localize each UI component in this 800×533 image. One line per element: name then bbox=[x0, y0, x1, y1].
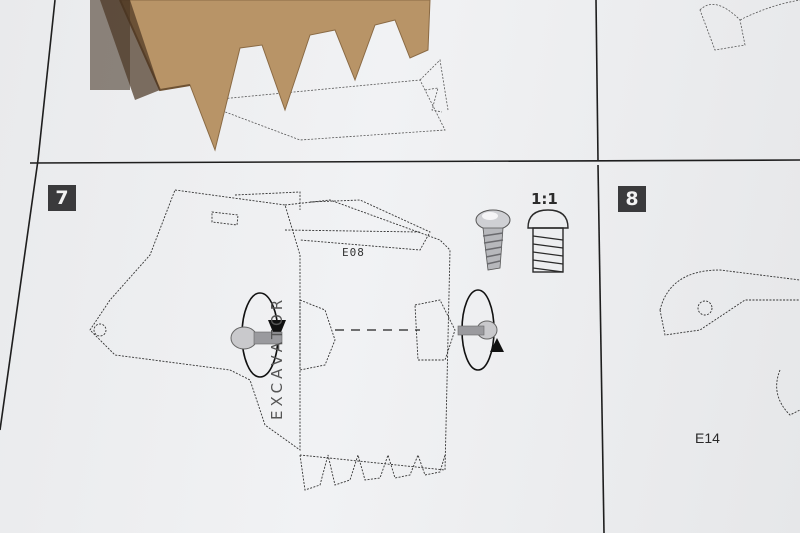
screw-scale-outline bbox=[527, 209, 569, 273]
arrow-head-left bbox=[268, 320, 286, 342]
step-7-badge: 7 bbox=[48, 185, 76, 211]
scale-label: 1:1 bbox=[531, 190, 558, 208]
part-label-next: E14 bbox=[695, 430, 720, 446]
arm-drawing bbox=[659, 269, 800, 416]
screw-left bbox=[230, 326, 283, 350]
step-8-badge: 8 bbox=[618, 186, 646, 212]
previous-step-drawing bbox=[209, 0, 800, 141]
screw-right bbox=[457, 320, 498, 340]
wooden-bucket-part bbox=[90, 0, 431, 152]
bucket-assembly-drawing bbox=[89, 189, 456, 491]
part-code-bucket: E08 bbox=[342, 246, 365, 259]
engraved-text: EXCAVATOR bbox=[268, 295, 286, 420]
arrow-head-right bbox=[490, 338, 504, 352]
metal-screw-sample bbox=[475, 209, 511, 271]
